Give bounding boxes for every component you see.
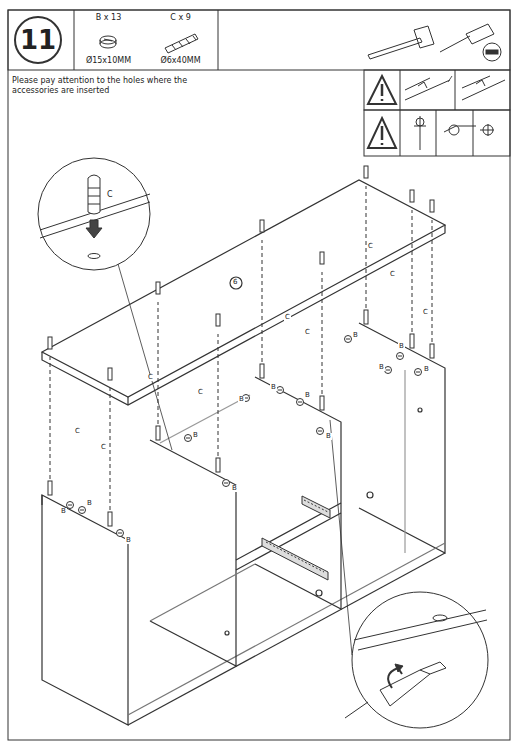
dowel	[320, 252, 324, 410]
part-letter: C	[284, 314, 291, 321]
dowel	[260, 220, 264, 378]
part-box: B x 13 Ø15x10MM	[74, 12, 143, 68]
dowel	[410, 190, 414, 348]
part-letter: B	[378, 364, 385, 371]
part-letter: B	[231, 485, 238, 492]
zoom-detail-cam	[330, 420, 488, 728]
part-letter: C	[100, 444, 107, 451]
cam-lock	[385, 367, 392, 374]
drawer-runner	[262, 496, 330, 580]
step-number: 11	[20, 26, 56, 55]
zoom-detail-dowel	[38, 158, 172, 450]
part-number: 6	[233, 279, 237, 286]
cam-lock	[345, 336, 352, 343]
part-letter: B	[86, 500, 93, 507]
part-letter: B	[125, 537, 132, 544]
cam-lock	[277, 387, 284, 394]
part-letter: B	[304, 392, 311, 399]
dowel	[156, 282, 160, 440]
part-quantity: B x 13	[96, 14, 122, 23]
part-letter: B	[423, 366, 430, 373]
part-letter: C	[74, 428, 81, 435]
dowel	[48, 337, 52, 495]
cam-lock	[185, 435, 192, 442]
header-band	[8, 10, 510, 70]
part-letter: B	[398, 343, 405, 350]
part-letter: C	[422, 309, 429, 316]
part-size: Ø6x40MM	[160, 57, 200, 66]
part-letter: C	[389, 271, 396, 278]
part-letter: B	[192, 432, 199, 439]
part-size: Ø15x10MM	[86, 57, 131, 66]
cam-lock	[67, 502, 74, 509]
cam-lock	[117, 530, 124, 537]
part-box: C x 9 Ø6x40MM	[143, 12, 218, 68]
hammer-icon	[368, 26, 434, 59]
cam-lock	[415, 369, 422, 376]
part-letter: C	[367, 243, 374, 250]
cam-lock	[79, 507, 86, 514]
part-letter: B	[238, 396, 245, 403]
cam-fitting-icon	[100, 36, 116, 48]
part-letter: C	[197, 389, 204, 396]
warning-panel	[364, 70, 510, 110]
dowel-icon	[165, 34, 198, 53]
step-circle: 11	[14, 16, 62, 64]
part-letter: B	[60, 508, 67, 515]
part-letter: B	[270, 384, 277, 391]
part-letter: B	[352, 332, 359, 339]
part-letter: C	[147, 374, 154, 381]
dowel	[430, 200, 434, 358]
page-frame	[8, 10, 510, 740]
cam-lock	[223, 480, 230, 487]
cam-lock	[317, 428, 324, 435]
part-letter: C	[304, 329, 311, 336]
part-quantity: C x 9	[170, 14, 191, 23]
warning-panel	[364, 110, 510, 156]
dowel	[108, 368, 112, 526]
cam-lock	[297, 399, 304, 406]
cam-lock	[397, 353, 404, 360]
part-letter: C	[106, 191, 114, 199]
note-text: Please pay attention to the holes where …	[12, 76, 212, 96]
screwdriver-icon	[440, 24, 501, 61]
part-letter: B	[325, 433, 332, 440]
dowel	[216, 314, 220, 472]
